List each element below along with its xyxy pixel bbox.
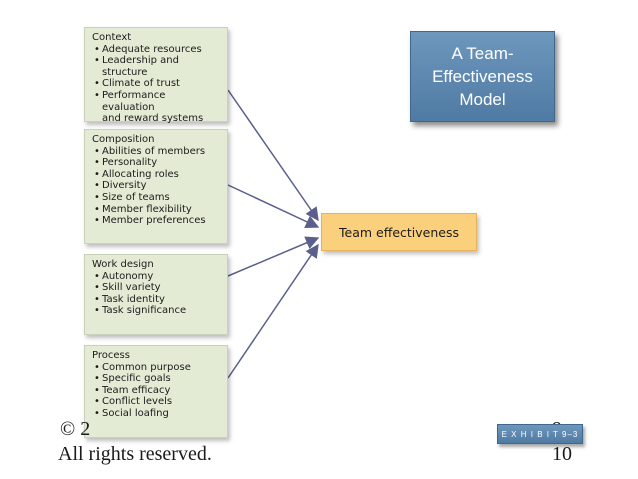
page-number: 10	[552, 443, 572, 465]
list-item: Team efficacy	[92, 385, 221, 397]
list-item: Adequate resources	[92, 44, 221, 56]
exhibit-badge: E X H I B I T 9–3	[497, 424, 583, 444]
work-design-header: Work design	[92, 259, 154, 270]
list-item: Personality	[92, 157, 221, 169]
work-design-box: Work design Autonomy Skill variety Task …	[84, 254, 228, 335]
arrow-composition	[227, 184, 320, 228]
exhibit-label: E X H I B I T 9–3	[501, 429, 579, 439]
arrow-work-design	[227, 236, 320, 277]
arrow-context	[227, 89, 319, 222]
list-item: Autonomy	[92, 271, 221, 283]
arrow-process	[227, 243, 319, 379]
list-item: Performance evaluation	[92, 90, 221, 113]
list-item: Member flexibility	[92, 204, 221, 216]
slide-title: A Team-Effectiveness Model	[432, 44, 533, 109]
list-item: Specific goals	[92, 373, 221, 385]
list-item: Leadership and structure	[92, 55, 221, 78]
composition-list: Abilities of members Personality Allocat…	[92, 146, 221, 227]
work-design-list: Autonomy Skill variety Task identity Tas…	[92, 271, 221, 317]
copyright-text: © 2	[60, 418, 91, 440]
process-list: Common purpose Specific goals Team effic…	[92, 362, 221, 420]
list-item: Conflict levels	[92, 396, 221, 408]
list-item: Task significance	[92, 305, 221, 317]
list-item-continuation: and reward systems	[102, 113, 204, 125]
list-item: Skill variety	[92, 282, 221, 294]
context-box: Context Adequate resources Leadership an…	[84, 27, 228, 125]
list-item: Common purpose	[92, 362, 221, 374]
list-item: Member preferences	[92, 215, 221, 227]
list-item: Size of teams	[92, 192, 221, 204]
context-list: Adequate resources Leadership and struct…	[92, 44, 221, 125]
process-box: Process Common purpose Specific goals Te…	[84, 345, 228, 438]
list-item: Allocating roles	[92, 169, 221, 181]
list-item: Diversity	[92, 180, 221, 192]
list-item: Task identity	[92, 294, 221, 306]
context-header: Context	[92, 32, 132, 43]
title-box: A Team-Effectiveness Model	[410, 31, 555, 122]
team-effectiveness-label: Team effectiveness	[339, 224, 459, 240]
rights-text: All rights reserved.	[58, 443, 212, 465]
list-item: Climate of trust	[92, 78, 221, 90]
composition-header: Composition	[92, 134, 155, 145]
team-effectiveness-box: Team effectiveness	[321, 213, 477, 251]
list-item: Abilities of members	[92, 146, 221, 158]
list-item: Social loafing	[92, 408, 221, 420]
process-header: Process	[92, 350, 130, 361]
composition-box: Composition Abilities of members Persona…	[84, 129, 228, 244]
